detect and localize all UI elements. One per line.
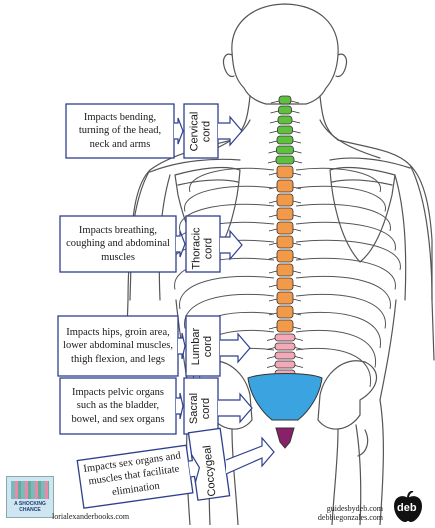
cord-label-sacral: Sacral cord — [184, 380, 218, 438]
vertebra-thoracic — [269, 166, 301, 178]
cord-label-lumbar: Lumbar cord — [186, 318, 220, 376]
vertebra-lumbar — [267, 343, 303, 350]
vertebra-lumbar — [267, 334, 303, 341]
credit-left-url: lorialexanderbooks.com — [52, 512, 129, 521]
book-cover: A SHOCKING CHANCE — [6, 476, 54, 518]
right-ilium — [318, 361, 376, 429]
rib-left — [184, 186, 274, 211]
credit-right-url-1: guidesbydeb.com — [327, 504, 383, 513]
connector-arrow — [178, 333, 185, 359]
vertebra-thoracic — [269, 306, 301, 318]
vertebra-cervical — [271, 106, 300, 114]
vertebra-cervical — [268, 156, 302, 164]
vertebra-cervical — [269, 136, 301, 144]
impact-text-cervical: Impacts bending, turning of the head, ne… — [68, 106, 172, 156]
rib-right — [296, 168, 381, 192]
vertebra-thoracic — [269, 180, 301, 192]
vertebra-cervical — [270, 126, 301, 134]
rib-right — [296, 294, 386, 328]
credit-right-url-2: debbiegonzales.com — [318, 513, 383, 522]
vertebra-thoracic — [269, 208, 301, 220]
connector-arrow — [176, 393, 183, 419]
vertebra-cervical — [271, 96, 299, 104]
coccyx — [276, 428, 294, 448]
sacrum — [248, 374, 322, 421]
vertebra-thoracic — [269, 278, 301, 290]
vertebra-thoracic — [269, 264, 301, 276]
vertebra-lumbar — [267, 352, 303, 359]
vertebra-lumbar — [267, 361, 303, 368]
rib-right — [296, 258, 395, 289]
region-arrow — [218, 117, 242, 145]
region-arrow — [220, 231, 242, 259]
rib-right — [296, 222, 395, 250]
right-arm — [395, 165, 434, 360]
rib-right — [296, 276, 390, 309]
vertebra-cervical — [269, 146, 302, 154]
vertebra-cervical — [270, 116, 300, 124]
connector-arrow — [174, 118, 183, 144]
cord-label-cervical: Cervical cord — [184, 106, 218, 158]
apple-logo: deb — [391, 491, 425, 523]
impact-text-lumbar: Impacts hips, groin area, lower abdomina… — [60, 318, 176, 374]
right-scapula — [330, 168, 395, 262]
rib-right — [296, 204, 390, 231]
vertebra-thoracic — [269, 194, 301, 206]
cord-label-thoracic: Thoracic cord — [186, 220, 220, 278]
vertebra-thoracic — [269, 292, 301, 304]
book-cover-title: A SHOCKING CHANCE — [7, 501, 53, 513]
impact-text-sacral: Impacts pelvic organs such as the bladde… — [62, 380, 174, 432]
impact-text-thoracic: Impacts breathing, coughing and abdomina… — [62, 218, 174, 270]
region-arrow — [218, 394, 252, 422]
logo-text: deb — [397, 502, 417, 514]
region-arrow — [220, 334, 250, 362]
vertebra-thoracic — [269, 320, 301, 332]
head-outline — [232, 4, 338, 104]
rib-left — [189, 168, 274, 192]
rib-right — [296, 186, 386, 211]
rib-left — [180, 276, 274, 309]
